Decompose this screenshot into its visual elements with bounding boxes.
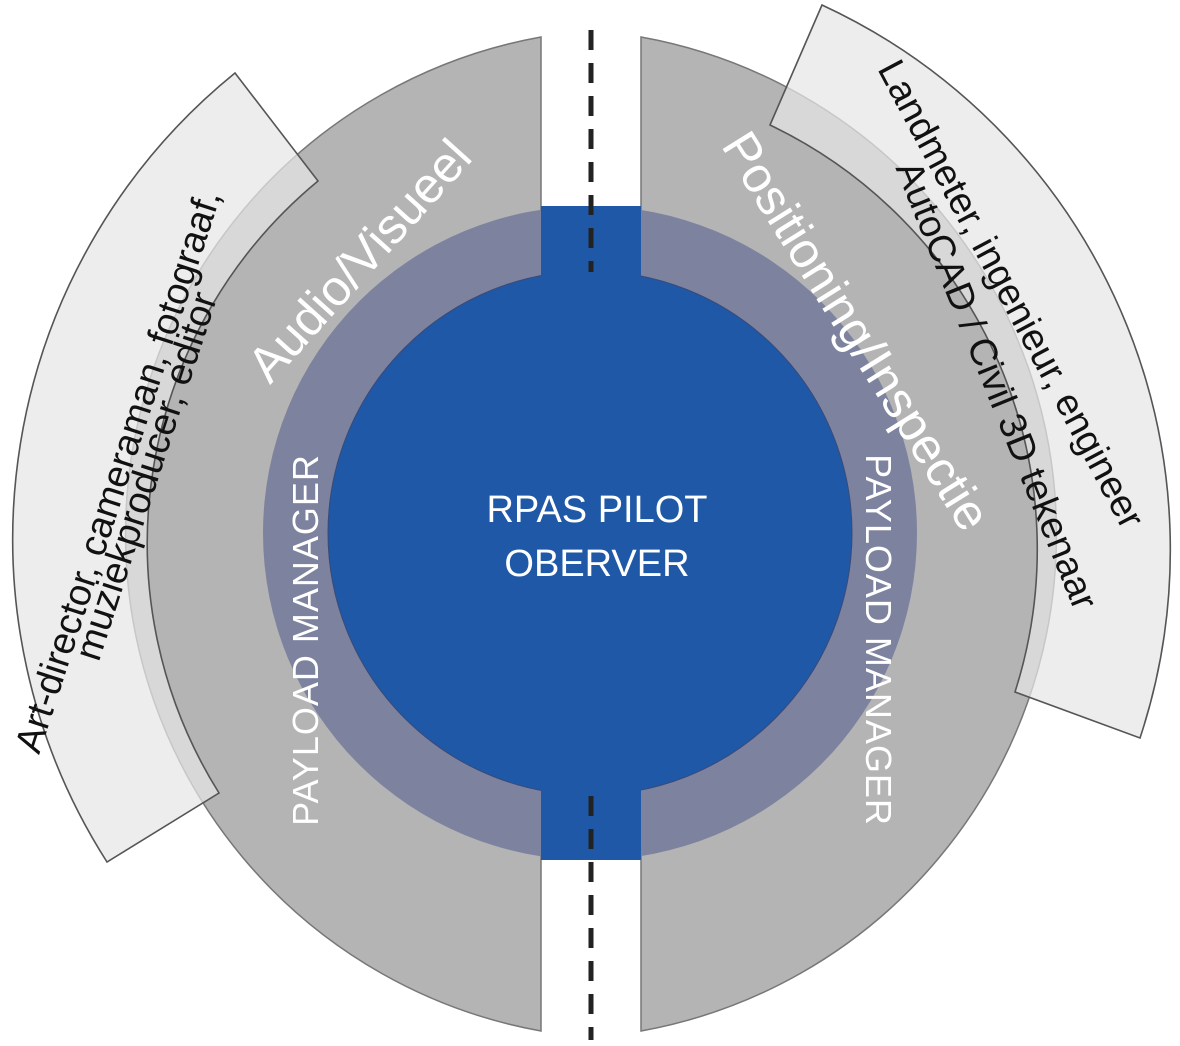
- center-title-line1: RPAS PILOT: [486, 489, 707, 531]
- payload-label-left: PAYLOAD MANAGER: [285, 454, 326, 826]
- center-title-line2: OBERVER: [504, 543, 689, 585]
- role-band-right: [768, 3, 1172, 740]
- payload-label-right: PAYLOAD MANAGER: [858, 454, 899, 826]
- core-circle: [327, 270, 853, 796]
- role-band-left: [11, 71, 320, 864]
